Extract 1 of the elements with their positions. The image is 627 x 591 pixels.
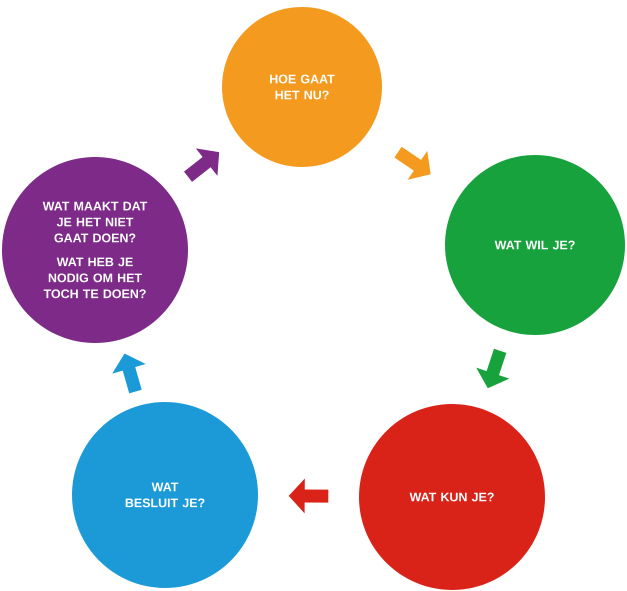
- block-arrow: [184, 148, 220, 182]
